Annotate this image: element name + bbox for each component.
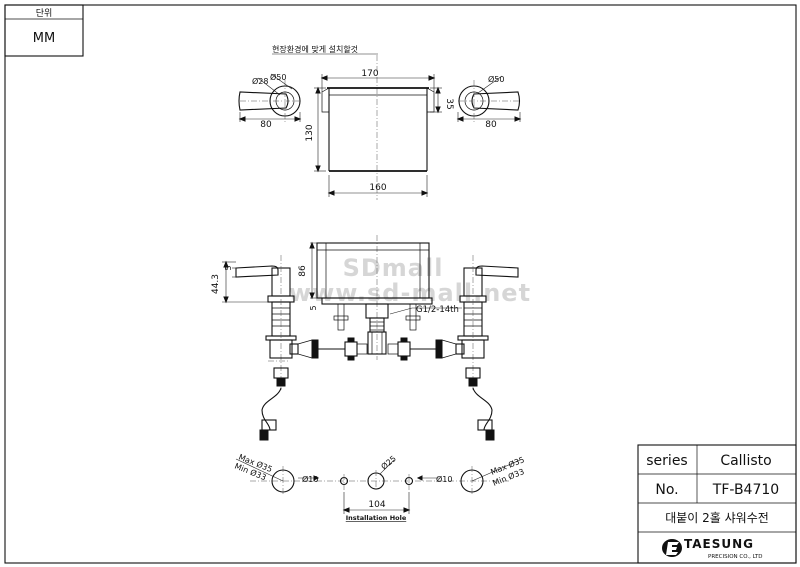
dim-86: 86 (298, 265, 308, 277)
installation-note: 현장환경에 맞게 설치할것 (272, 44, 358, 54)
dim-d10-left: Ø10 (302, 474, 318, 484)
watermark-line2: www.sd-mall.net (289, 279, 531, 307)
installation-holes: Max Ø35 Min Ø33 Ø10 Ø25 Ø10 (233, 452, 525, 522)
left-handle-front-view: 44.3 5 (211, 255, 345, 441)
right-install-hole: Max Ø35 Min Ø33 (460, 454, 526, 496)
thread-note: G1/2-14th (416, 305, 459, 315)
watermark-line1: SDmall (343, 254, 444, 282)
series-label: series (646, 453, 687, 469)
title-block: series Callisto No. TF-B4710 대붙이 2홀 샤워수전… (637, 444, 797, 564)
unit-box-value: MM (33, 31, 55, 46)
dim-160: 160 (369, 183, 386, 193)
dim-d10-right: Ø10 (436, 474, 452, 484)
left-handle-len: 80 (260, 120, 272, 130)
sheet-border (4, 4, 797, 564)
installation-caption: Installation Hole (346, 514, 407, 522)
right-handle-front-view (410, 255, 519, 441)
unit-box: 단위 MM (4, 4, 84, 57)
dim-44-3: 44.3 (211, 274, 221, 294)
spout-top-view (321, 87, 435, 172)
left-handle-top-view: Ø28 Ø50 80 (238, 72, 302, 130)
left-handle-d28: Ø28 (252, 76, 268, 86)
top-view: 현장환경에 맞게 설치할것 170 35 130 (238, 44, 522, 200)
brand-logo: TAESUNG PRECISION CO., LTD (662, 537, 762, 560)
dim-130: 130 (305, 124, 315, 141)
dim-5-bottom: 5 (309, 305, 318, 310)
dim-5-top: 5 (224, 265, 233, 270)
dim-104: 104 (368, 500, 385, 510)
left-handle-d50: Ø50 (270, 72, 286, 82)
center-tee-fittings (344, 337, 411, 361)
left-small-hole: Ø10 (298, 474, 349, 490)
right-handle-top-view: Ø50 80 (456, 74, 522, 130)
spout-front-view: 86 5 G1/2-14th (298, 241, 462, 355)
right-small-hole: Ø10 (404, 474, 452, 490)
front-view: 86 5 G1/2-14th (211, 235, 519, 441)
brand-subtitle: PRECISION CO., LTD (708, 554, 762, 560)
unit-box-label: 단위 (36, 8, 53, 19)
dim-170: 170 (361, 69, 378, 79)
watermark: SDmall www.sd-mall.net (289, 254, 531, 307)
left-install-hole: Max Ø35 Min Ø33 (233, 452, 295, 496)
dim-d25: Ø25 (379, 453, 398, 471)
model-label: No. (655, 482, 678, 498)
dim-35: 35 (444, 98, 454, 109)
brand-name: TAESUNG (684, 537, 754, 551)
series-value: Callisto (720, 453, 771, 469)
product-description: 대붙이 2홀 샤워수전 (665, 511, 769, 525)
right-handle-d50: Ø50 (488, 74, 504, 84)
center-install-hole: Ø25 (367, 453, 398, 492)
model-value: TF-B4710 (712, 482, 779, 498)
right-handle-len: 80 (485, 120, 497, 130)
